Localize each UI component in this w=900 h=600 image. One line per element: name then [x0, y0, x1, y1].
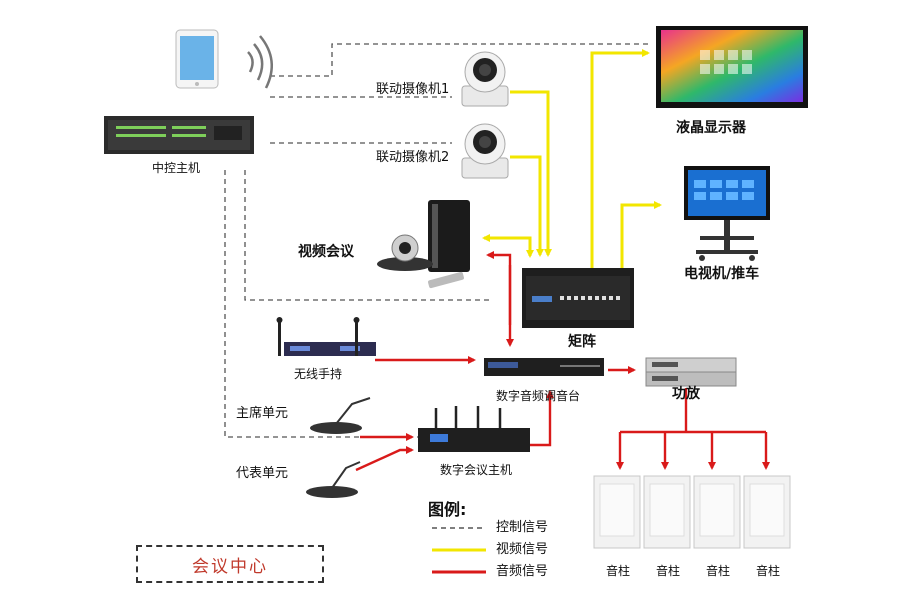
speaker-label-4: 音柱	[756, 564, 781, 578]
delegate-unit-label: 代表单元	[236, 466, 289, 481]
legend-lines	[432, 527, 486, 574]
amplifier-label: 功放	[672, 386, 700, 402]
chair-unit-device	[310, 397, 371, 434]
legend-title: 图例:	[428, 500, 467, 519]
audio-mixer-device	[484, 358, 604, 376]
video-lines	[482, 49, 662, 268]
amplifier-device	[645, 357, 737, 387]
conference-center-box: 会议中心	[136, 545, 324, 583]
camera1-device	[461, 51, 509, 107]
legend-video-label: 视频信号	[496, 542, 549, 557]
camera1-label: 联动摄像机1	[376, 82, 450, 97]
speaker-device-2	[643, 475, 691, 549]
central-control-label: 中控主机	[152, 161, 201, 175]
video-conference-device	[377, 200, 470, 289]
matrix-label: 矩阵	[568, 334, 596, 350]
tv-cart-label: 电视机/推车	[684, 266, 760, 282]
video-conf-label: 视频会议	[298, 244, 354, 260]
lcd-label: 液晶显示器	[676, 120, 746, 136]
conference-host-device	[418, 406, 530, 452]
speaker-label-2: 音柱	[656, 564, 681, 578]
speakers-devices	[593, 475, 791, 549]
legend-audio-label: 音频信号	[496, 564, 549, 579]
conf-host-label: 数字会议主机	[440, 463, 513, 477]
wireless-mic-label: 无线手持	[294, 367, 343, 381]
tv-cart-device	[684, 166, 770, 261]
lcd-display-device	[656, 26, 808, 108]
camera2-device	[461, 123, 509, 179]
chair-unit-label: 主席单元	[236, 406, 289, 421]
speaker-label-1: 音柱	[606, 564, 631, 578]
central-control-device	[104, 116, 254, 154]
matrix-device	[522, 268, 634, 328]
speaker-device-1	[593, 475, 641, 549]
audio-mixer-label: 数字音频调音台	[496, 389, 581, 403]
legend-control-label: 控制信号	[496, 520, 549, 535]
speaker-label-3: 音柱	[706, 564, 731, 578]
speaker-device-3	[693, 475, 741, 549]
tablet-device	[175, 29, 219, 89]
delegate-unit-device	[306, 461, 361, 498]
control-lines	[224, 43, 652, 438]
audio-lines	[355, 251, 770, 472]
speaker-device-4	[743, 475, 791, 549]
conference-center-label: 会议中心	[192, 556, 268, 577]
wireless-signal-icon	[247, 35, 273, 89]
camera2-label: 联动摄像机2	[376, 150, 450, 165]
wireless-mic-device	[276, 317, 376, 356]
